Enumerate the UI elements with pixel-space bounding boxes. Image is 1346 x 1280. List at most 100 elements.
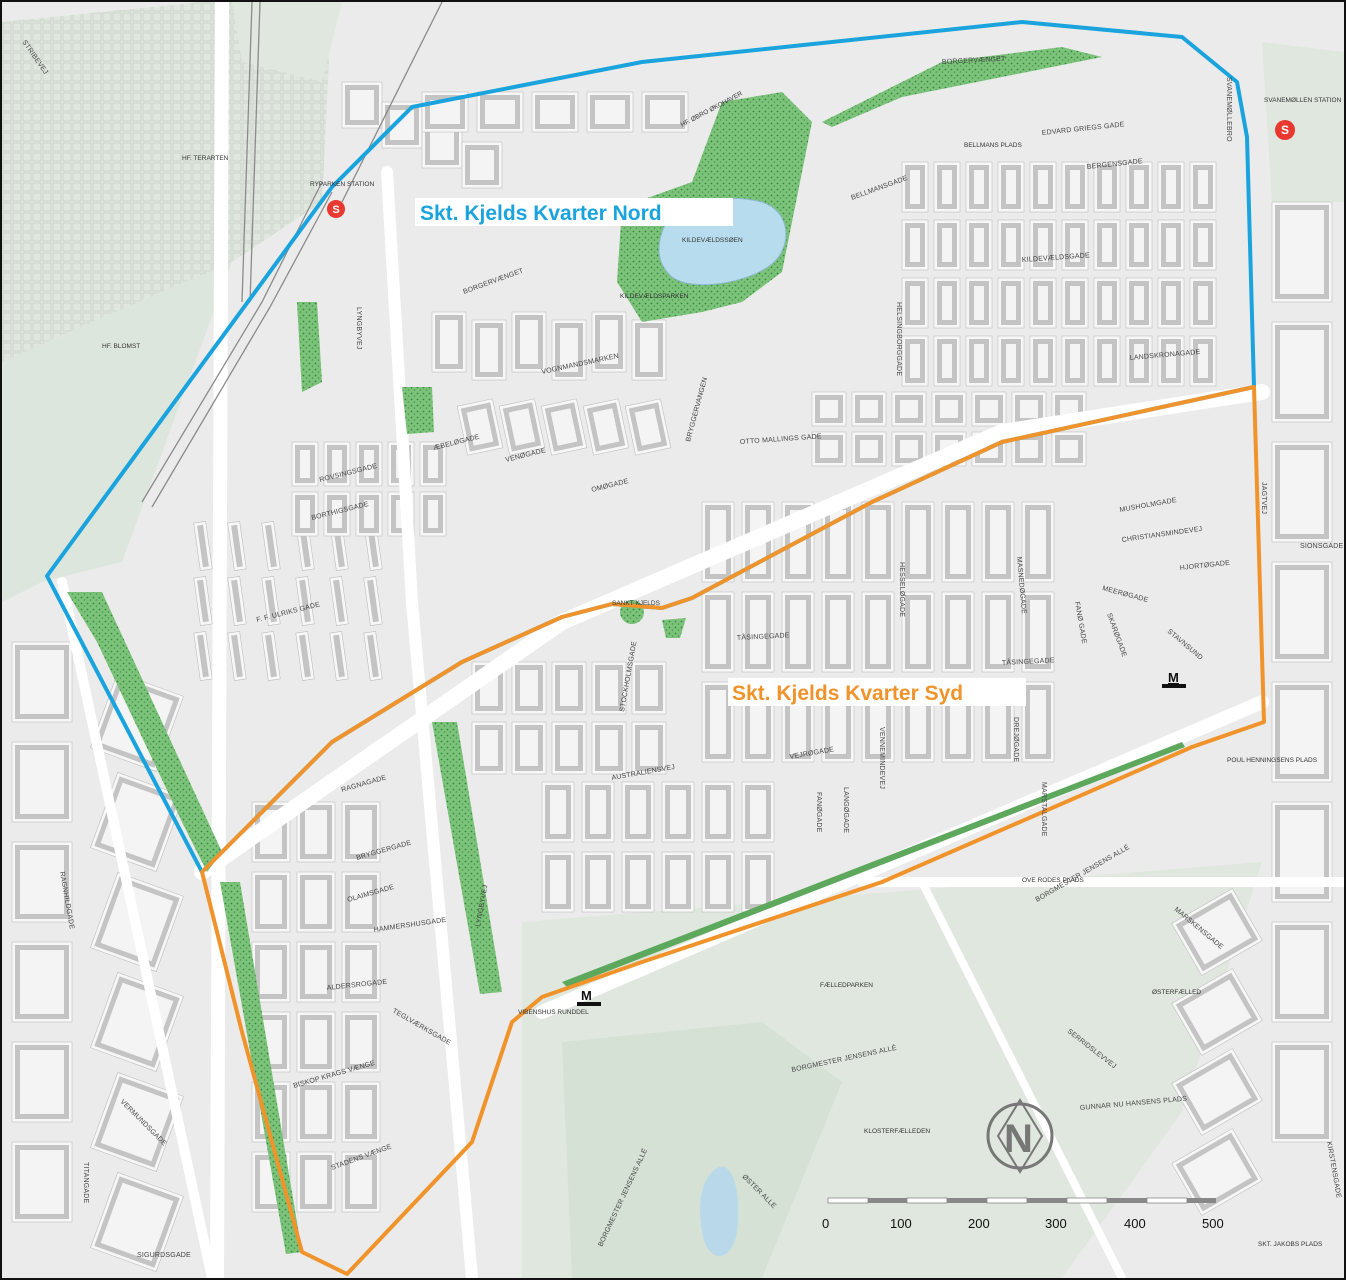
building-block — [1271, 561, 1333, 663]
metro-icon-north[interactable]: M — [1162, 668, 1186, 688]
label-kildevaeldsparken: KILDEVÆLDSPARKEN — [620, 293, 689, 300]
building-block — [341, 941, 381, 1003]
building-block — [1093, 335, 1121, 387]
building-block — [701, 781, 735, 843]
building-block — [1021, 591, 1055, 673]
building-block — [363, 631, 383, 681]
building-block — [1125, 277, 1153, 329]
building-block — [1189, 335, 1217, 387]
building-block — [341, 1011, 381, 1073]
building-block — [498, 398, 546, 456]
building-block — [471, 721, 507, 775]
building-block — [997, 277, 1025, 329]
building-block — [551, 661, 587, 715]
building-block — [551, 721, 587, 775]
building-block — [296, 1081, 336, 1143]
building-block — [851, 431, 887, 467]
building-block — [323, 441, 351, 487]
building-block — [1271, 321, 1333, 423]
label-sankt-kjelds: SANKT KJELDS — [612, 600, 661, 607]
building-block — [341, 81, 383, 129]
scale-tick-200: 200 — [968, 1216, 990, 1231]
label-skt-jakobs: SKT. JAKOBS PLADS — [1258, 1241, 1323, 1248]
building-block — [1061, 161, 1089, 213]
building-block — [901, 335, 929, 387]
building-block — [851, 391, 887, 427]
building-block — [1171, 968, 1263, 1056]
building-block — [1189, 161, 1217, 213]
svanemollen-station-icon[interactable]: S — [1275, 120, 1295, 140]
building-block — [621, 851, 655, 913]
street-hesselogade: HESSELØGADE — [898, 562, 905, 617]
building-block — [531, 91, 579, 133]
building-block — [965, 277, 993, 329]
building-block — [431, 311, 467, 373]
building-block — [296, 941, 336, 1003]
building-block — [1125, 335, 1153, 387]
building-block — [901, 161, 929, 213]
metro-icon-south[interactable]: M — [577, 988, 601, 1006]
building-block — [471, 319, 507, 381]
building-block — [295, 576, 315, 626]
district-north-title: Skt. Kjelds Kvarter Nord — [420, 202, 662, 225]
building-block — [11, 841, 73, 923]
building-block — [1093, 277, 1121, 329]
building-block — [1271, 921, 1333, 1023]
building-block — [1157, 277, 1185, 329]
building-block — [933, 277, 961, 329]
svg-text:M: M — [1168, 670, 1179, 685]
title-south-bg — [728, 678, 1026, 706]
building-block — [227, 521, 247, 571]
building-block — [1157, 219, 1185, 271]
building-block — [363, 576, 383, 626]
building-block — [329, 631, 349, 681]
building-block — [1093, 219, 1121, 271]
ryparken-station-label: RYPARKEN STATION — [310, 181, 374, 188]
label-vibenshus: VIBENSHUS RUNDDEL — [518, 1009, 589, 1016]
building-block — [661, 781, 695, 843]
street-titangade: TITANGADE — [82, 1162, 89, 1203]
building-block — [227, 631, 247, 681]
building-block — [811, 391, 847, 427]
ryparken-station-icon[interactable]: S — [327, 200, 345, 218]
label-ove-rodes: OVE RODES PLADS — [1022, 877, 1084, 884]
building-block — [997, 161, 1025, 213]
building-block — [997, 335, 1025, 387]
building-block — [1061, 219, 1089, 271]
building-block — [355, 491, 383, 537]
building-block — [965, 219, 993, 271]
building-block — [456, 398, 504, 456]
svg-text:S: S — [332, 204, 339, 216]
street-lyngbyvej: LYNGBYVEJ — [355, 307, 362, 350]
building-block — [341, 801, 381, 863]
building-block — [933, 335, 961, 387]
building-block — [1157, 161, 1185, 213]
title-north-bg — [415, 198, 733, 226]
building-block — [582, 398, 630, 456]
district-south-boundary[interactable] — [200, 385, 1266, 1276]
building-block — [1061, 277, 1089, 329]
building-block — [621, 781, 655, 843]
building-block — [541, 781, 575, 843]
building-block — [296, 801, 336, 863]
building-block — [341, 871, 381, 933]
building-block — [1157, 335, 1185, 387]
building-block — [741, 851, 775, 913]
street-jagtvej: JAGTVEJ — [1260, 482, 1267, 514]
building-block — [1271, 681, 1333, 783]
building-block — [981, 591, 1015, 673]
building-block — [1029, 219, 1057, 271]
building-block — [1189, 277, 1217, 329]
building-block — [891, 391, 927, 427]
building-block — [90, 1072, 184, 1172]
scale-tick-100: 100 — [890, 1216, 912, 1231]
scale-bar: 0 100 200 300 400 500 — [822, 1197, 1224, 1231]
building-block — [811, 431, 847, 467]
building-block — [329, 576, 349, 626]
building-block — [586, 91, 634, 133]
building-block — [11, 1041, 73, 1123]
klosterfaelled-pond — [700, 1166, 739, 1256]
building-block — [90, 1172, 184, 1272]
building-block — [701, 591, 735, 673]
